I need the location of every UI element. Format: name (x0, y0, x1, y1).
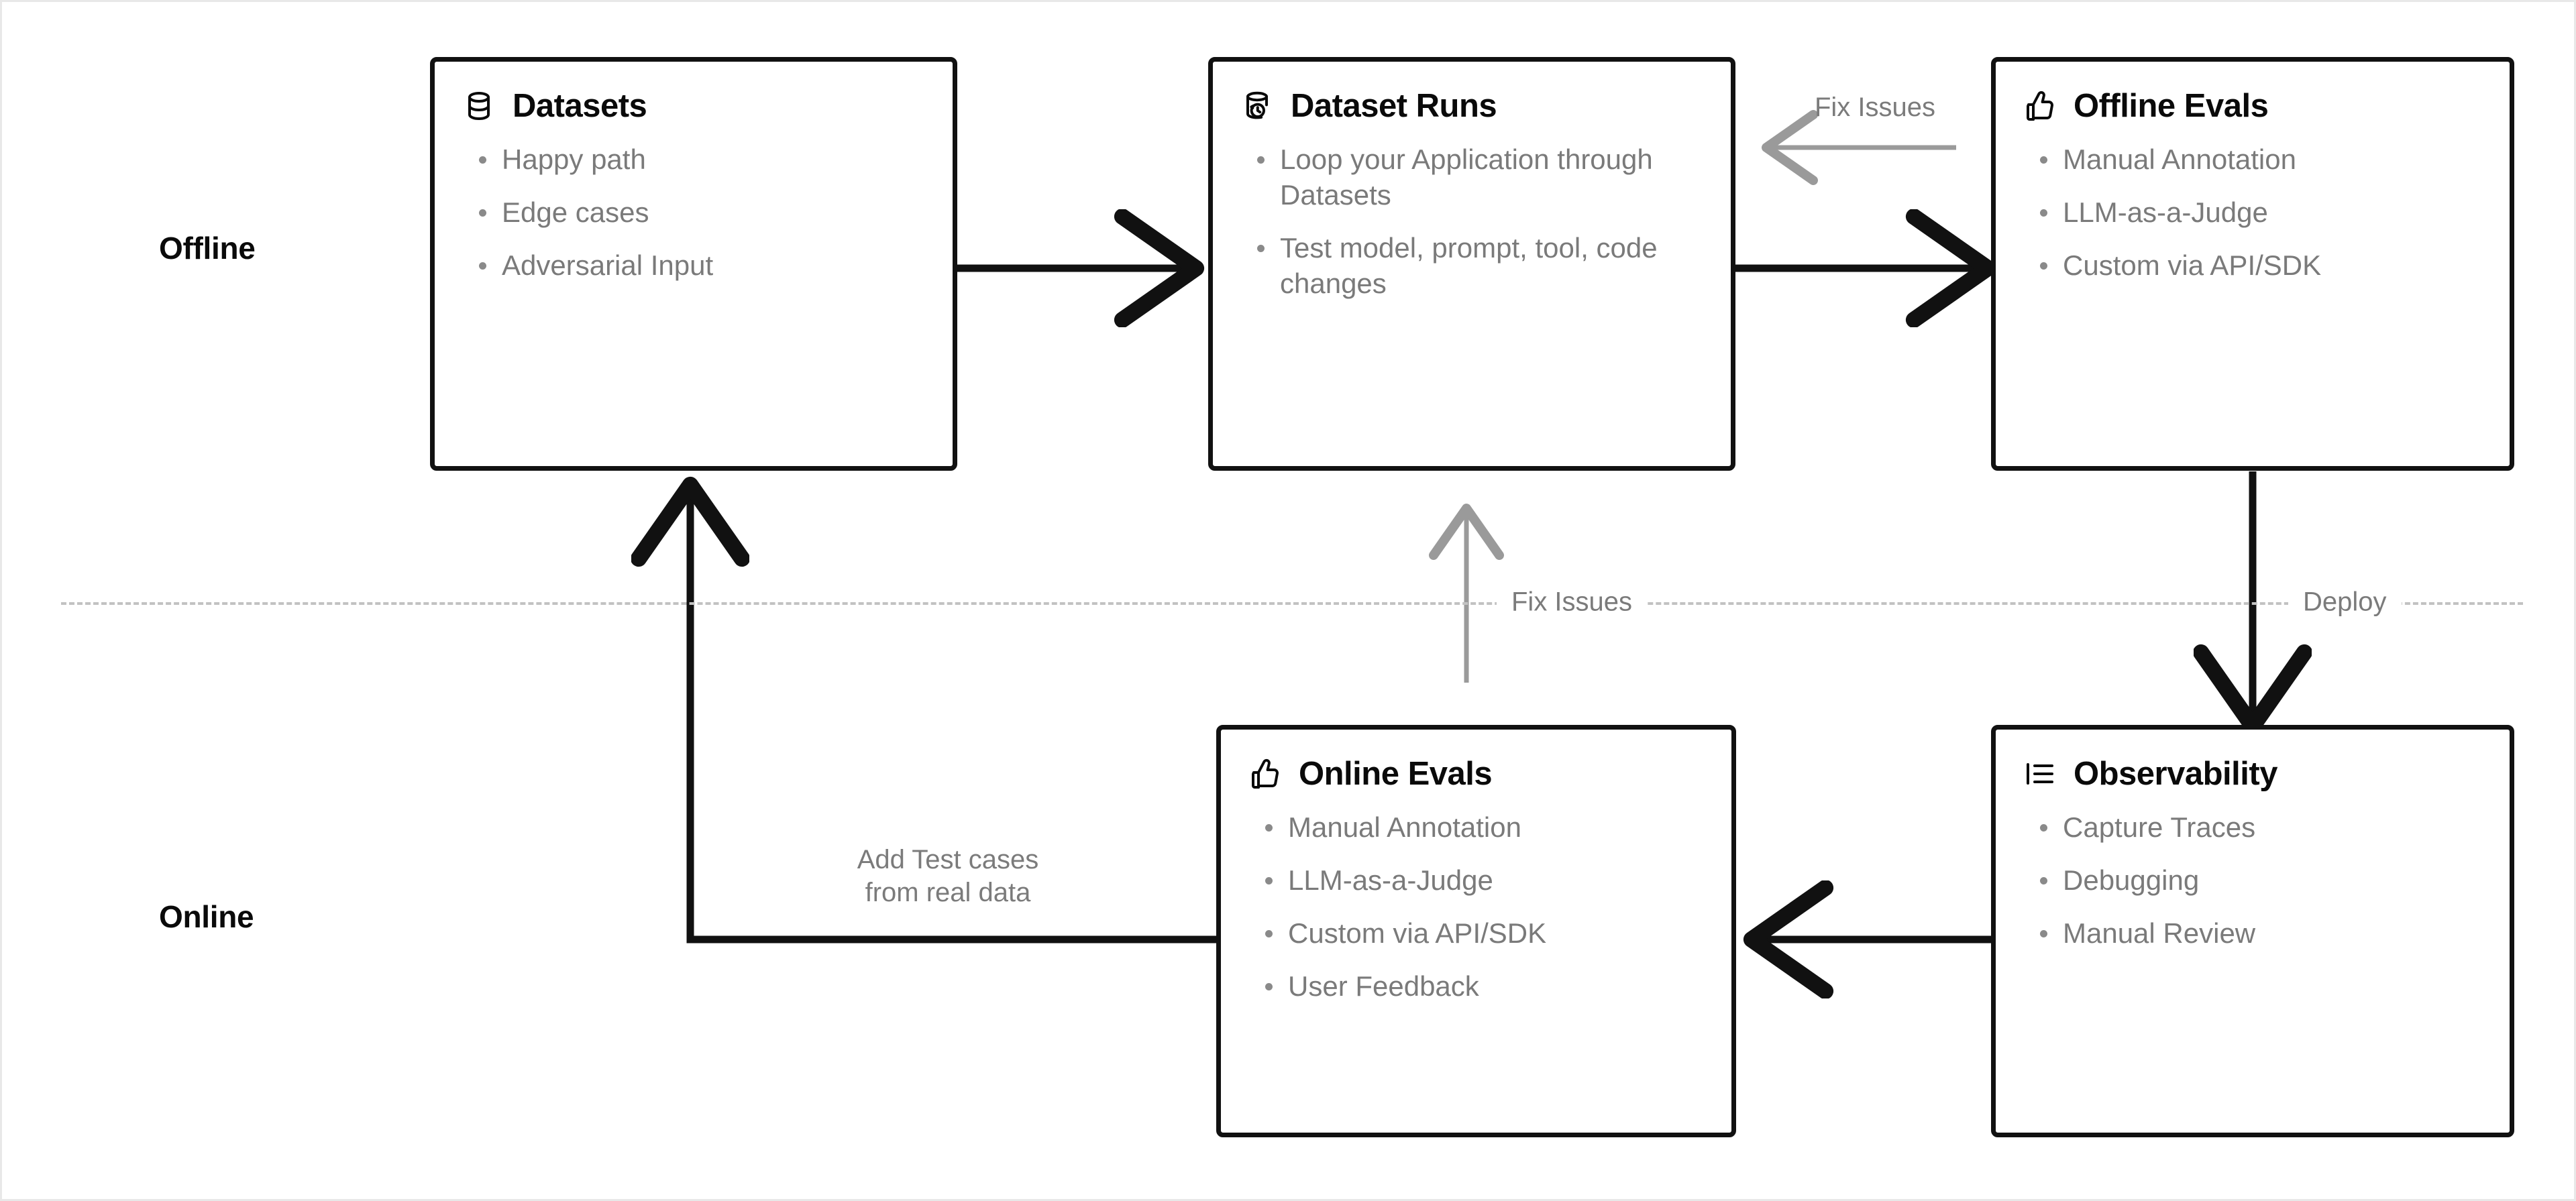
node-observability-title: Observability (2074, 756, 2277, 792)
list-item: Loop your Application through Datasets (1257, 142, 1700, 213)
edge-label-add-test-cases: Add Test cases from real data (857, 845, 1039, 907)
node-online-evals-bullets: Manual Annotation LLM-as-a-Judge Custom … (1221, 810, 1731, 1005)
node-offline-evals-title: Offline Evals (2074, 88, 2269, 124)
list-item: Custom via API/SDK (1265, 916, 1701, 952)
node-dataset-runs-header: Dataset Runs (1213, 62, 1731, 125)
node-dataset-runs-bullets: Loop your Application through Datasets T… (1213, 142, 1731, 302)
list-item: Debugging (2040, 863, 2479, 899)
list-indent-icon (2024, 758, 2056, 790)
list-item: Adversarial Input (479, 248, 922, 284)
edge-label-fix-issues-top: Fix Issues (1814, 93, 1936, 122)
database-history-icon (1241, 90, 1273, 122)
list-item: Manual Annotation (1265, 810, 1701, 846)
offline-online-divider (61, 602, 2523, 605)
node-observability[interactable]: Observability Capture Traces Debugging M… (1991, 725, 2514, 1137)
section-label-offline: Offline (159, 231, 256, 266)
list-item: Happy path (479, 142, 922, 178)
list-item: Edge cases (479, 195, 922, 231)
thumbs-up-icon (2024, 90, 2056, 122)
node-offline-evals[interactable]: Offline Evals Manual Annotation LLM-as-a… (1991, 57, 2514, 471)
thumbs-up-icon (1249, 758, 1281, 790)
node-dataset-runs-title: Dataset Runs (1291, 88, 1497, 124)
list-item: Test model, prompt, tool, code changes (1257, 231, 1700, 302)
node-observability-bullets: Capture Traces Debugging Manual Review (1996, 810, 2510, 952)
list-item: LLM-as-a-Judge (1265, 863, 1701, 899)
list-item: Capture Traces (2040, 810, 2479, 846)
node-datasets-header: Datasets (435, 62, 953, 125)
node-observability-header: Observability (1996, 730, 2510, 793)
list-item: Custom via API/SDK (2040, 248, 2479, 284)
database-icon (463, 90, 495, 122)
list-item: LLM-as-a-Judge (2040, 195, 2479, 231)
node-datasets-title: Datasets (513, 88, 647, 124)
list-item: User Feedback (1265, 969, 1701, 1005)
node-online-evals-title: Online Evals (1299, 756, 1493, 792)
divider-label-fix-issues: Fix Issues (1497, 587, 1648, 618)
node-datasets-bullets: Happy path Edge cases Adversarial Input (435, 142, 953, 284)
node-datasets[interactable]: Datasets Happy path Edge cases Adversari… (430, 57, 957, 471)
node-online-evals[interactable]: Online Evals Manual Annotation LLM-as-a-… (1216, 725, 1736, 1137)
node-offline-evals-header: Offline Evals (1996, 62, 2510, 125)
node-online-evals-header: Online Evals (1221, 730, 1731, 793)
section-label-online: Online (159, 899, 254, 934)
list-item: Manual Annotation (2040, 142, 2479, 178)
node-offline-evals-bullets: Manual Annotation LLM-as-a-Judge Custom … (1996, 142, 2510, 284)
list-item: Manual Review (2040, 916, 2479, 952)
divider-label-deploy: Deploy (2288, 587, 2402, 618)
node-dataset-runs[interactable]: Dataset Runs Loop your Application throu… (1208, 57, 1735, 471)
